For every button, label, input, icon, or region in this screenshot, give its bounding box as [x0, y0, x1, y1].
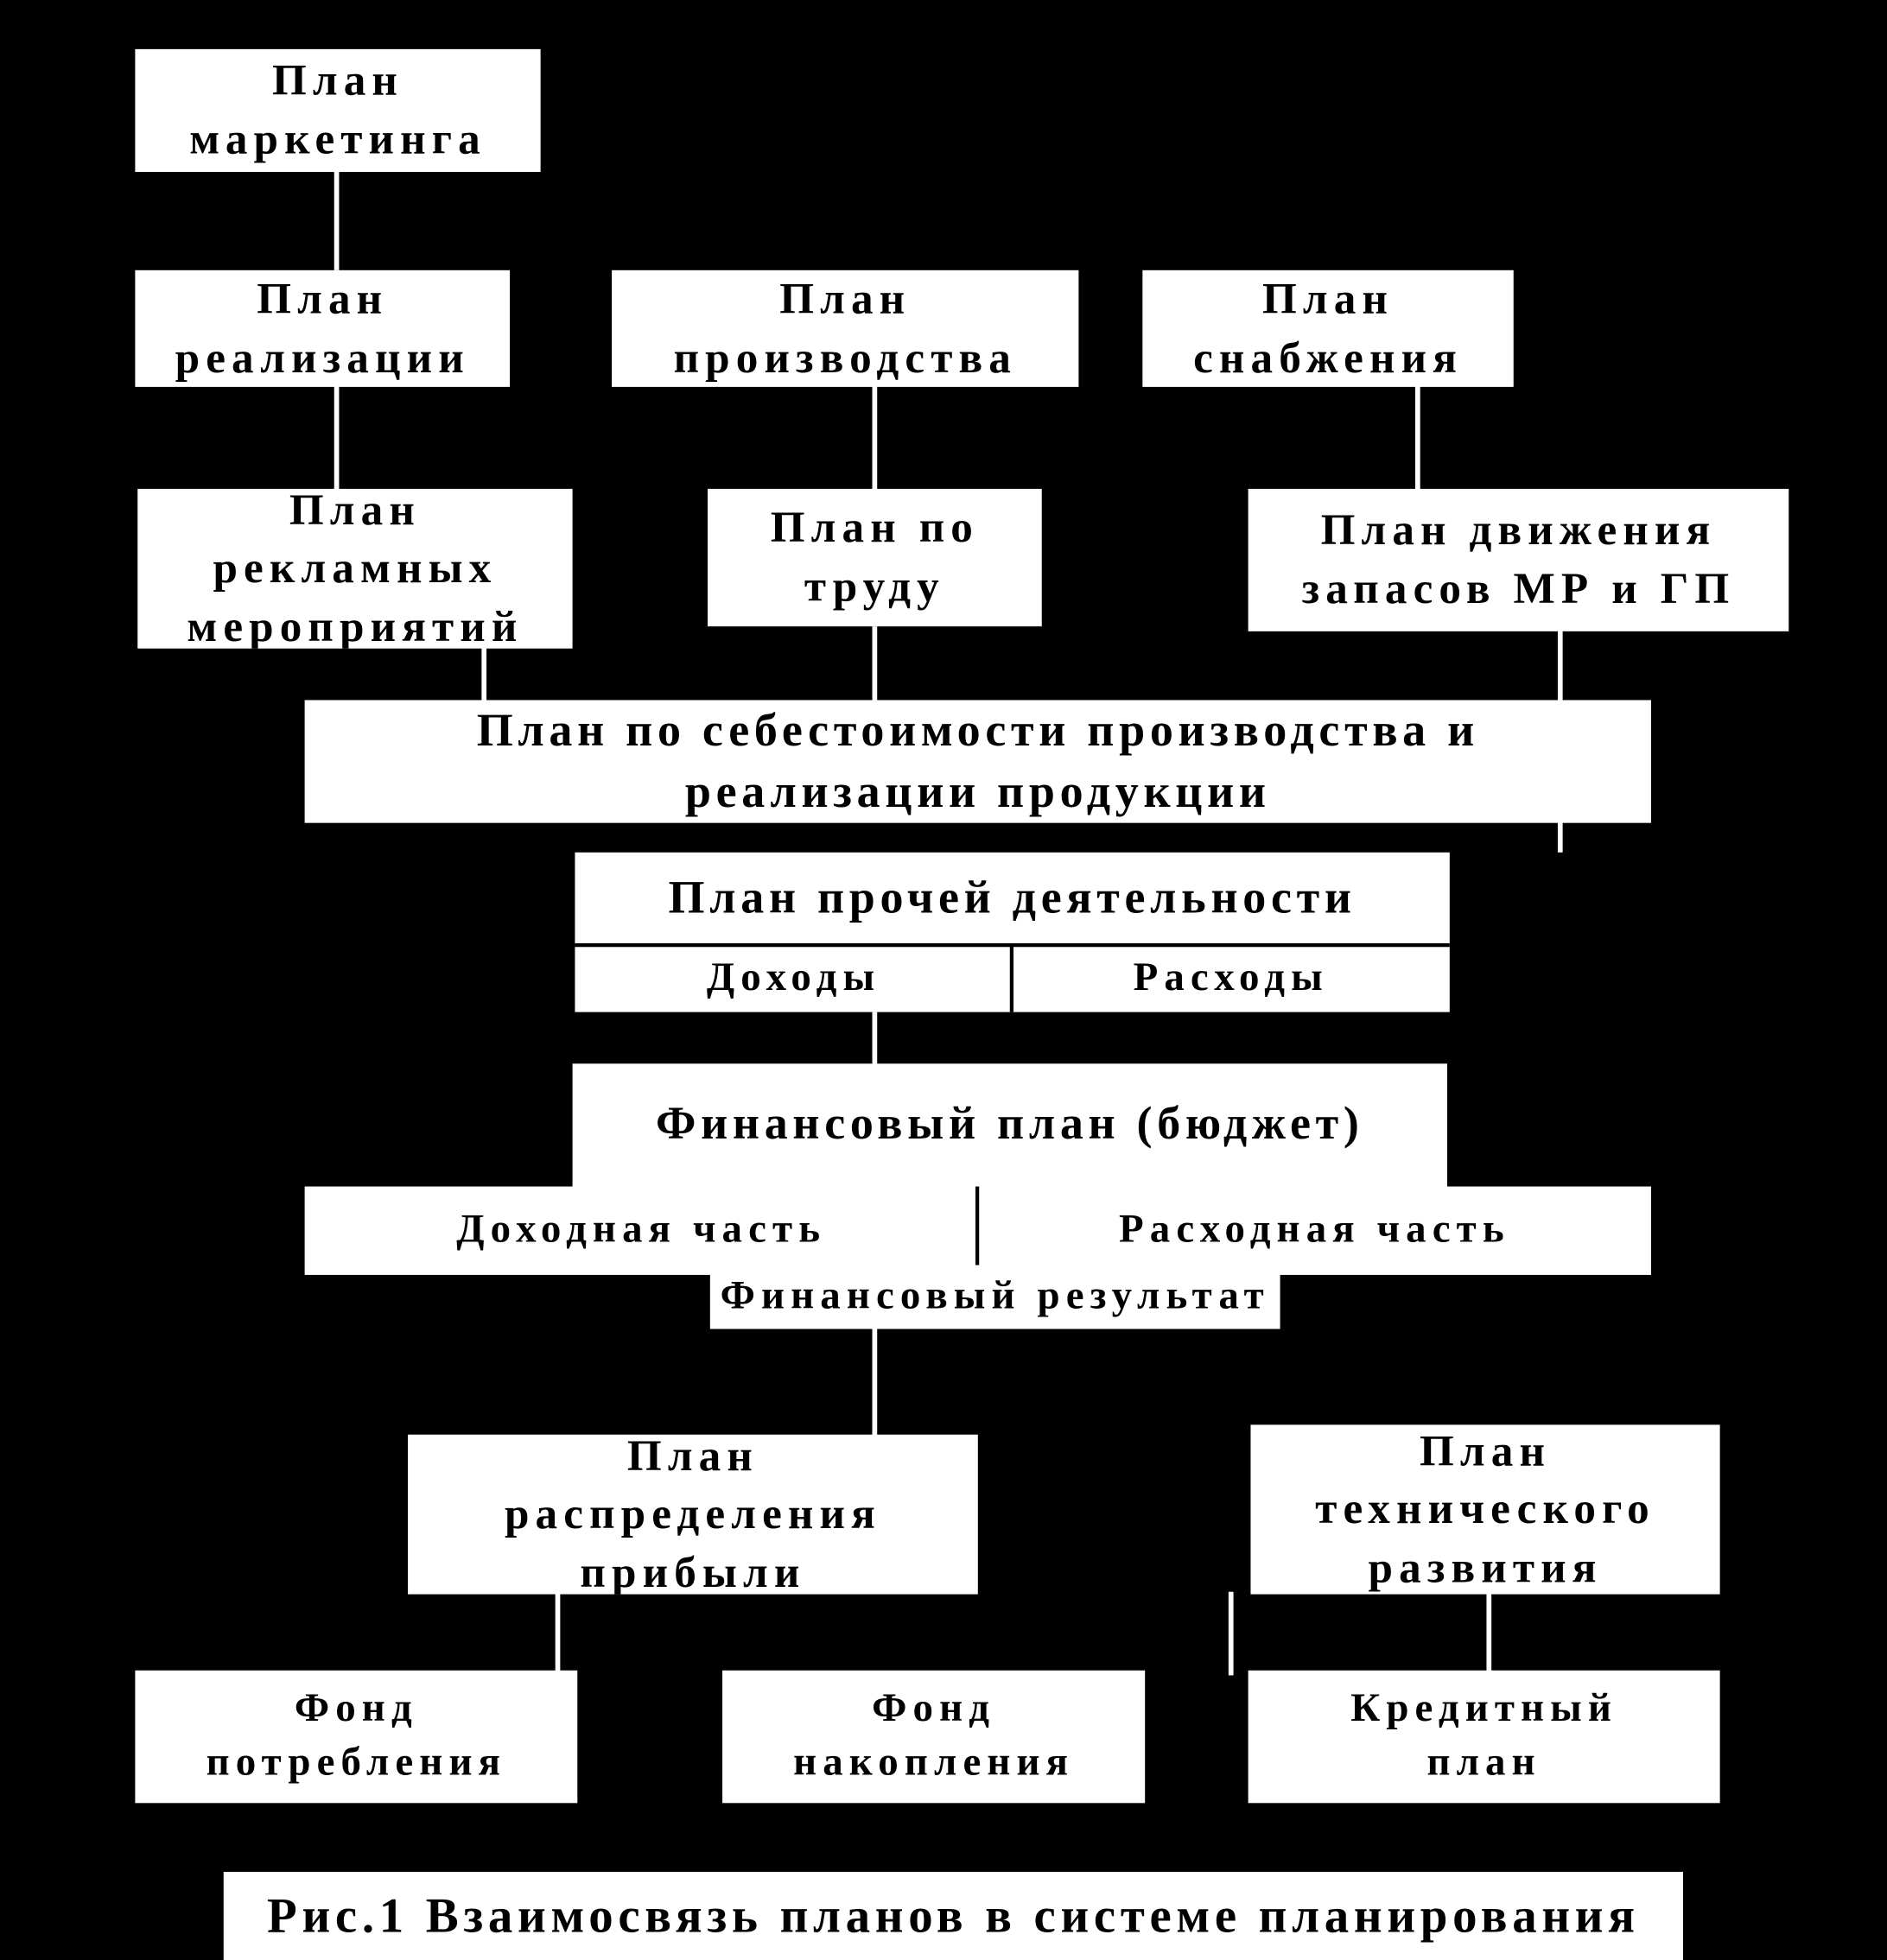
node-financial-result[interactable]: Финансовый результат — [709, 1265, 1280, 1329]
connector-result-to-profit — [872, 1323, 878, 1437]
connector-inventory-to-cost — [1557, 629, 1563, 701]
node-financial-expense-part[interactable]: Расходная часть — [1119, 1208, 1510, 1253]
node-labour-plan[interactable]: План по труду — [708, 488, 1042, 627]
node-inventory-plan[interactable]: План движения запасов МР и ГП — [1248, 488, 1789, 631]
node-other-activity-plan[interactable]: План прочей деятельности — [668, 872, 1356, 924]
node-consumption-fund[interactable]: Фонд потребления — [135, 1670, 578, 1804]
other-activity-group — [575, 852, 1450, 1012]
node-financial-plan[interactable]: Финансовый план (бюджет) — [572, 1063, 1447, 1236]
other-activity-center-rule — [1009, 943, 1014, 1012]
connector-advertising-to-cost — [481, 644, 487, 701]
node-accumulation-fund[interactable]: Фонд накопления — [722, 1670, 1146, 1804]
node-advertising-plan[interactable]: План рекламных мероприятий — [137, 488, 573, 649]
connector-sales-to-advertising — [334, 383, 340, 492]
financial-parts-group — [304, 1186, 1651, 1275]
connector-marketing-to-sales — [334, 167, 340, 270]
node-other-activity-expense[interactable]: Расходы — [1133, 955, 1329, 1000]
node-financial-income-part[interactable]: Доходная часть — [456, 1208, 827, 1253]
connector-supply-to-inventory — [1415, 383, 1420, 492]
connector-profit-to-accum — [1228, 1591, 1234, 1676]
connector-cost-to-other — [1557, 817, 1563, 853]
node-supply-plan[interactable]: План снабжения — [1142, 270, 1514, 387]
connector-other-to-financial — [872, 1012, 878, 1069]
connector-production-to-labour — [872, 383, 878, 492]
diagram-canvas: План маркетинга План реализации План про… — [135, 48, 1789, 1960]
figure-caption: Рис.1 Взаимосвязь планов в системе плани… — [223, 1871, 1683, 1960]
node-marketing-plan[interactable]: План маркетинга — [135, 48, 541, 173]
node-other-activity-income[interactable]: Доходы — [706, 955, 881, 1000]
node-production-plan[interactable]: План производства — [612, 270, 1079, 387]
connector-profit-to-funds — [555, 1591, 561, 1676]
node-cost-plan[interactable]: План по себестоимости производства и реа… — [304, 700, 1651, 823]
node-credit-plan[interactable]: Кредитный план — [1248, 1670, 1720, 1804]
node-profit-distribution-plan[interactable]: План распределения прибыли — [408, 1434, 978, 1595]
connector-labour-to-cost — [872, 626, 878, 701]
connector-tech-to-credit — [1486, 1591, 1492, 1676]
financial-parts-center-rule — [975, 1186, 980, 1275]
node-technical-development-plan[interactable]: План технического развития — [1250, 1424, 1720, 1595]
node-sales-plan[interactable]: План реализации — [135, 270, 511, 387]
